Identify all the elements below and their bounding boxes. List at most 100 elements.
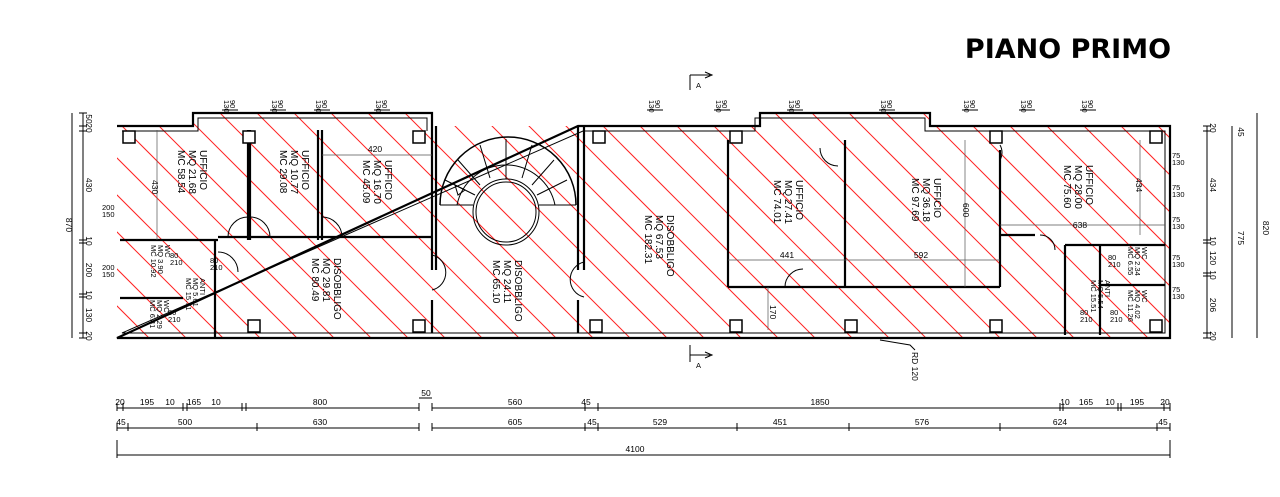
window-label: 90130 bbox=[962, 100, 977, 113]
svg-text:592: 592 bbox=[914, 250, 928, 260]
room-labels: UFFICIOMQ 21.68MC 58.54 UFFICIOMQ 10.77M… bbox=[148, 150, 1149, 329]
section-marker-top: A bbox=[689, 71, 714, 90]
dimension-label: 624 bbox=[1053, 417, 1067, 427]
interior-walls bbox=[120, 126, 1165, 338]
svg-text:638: 638 bbox=[1073, 220, 1087, 230]
dimension-label: 45 bbox=[1236, 127, 1246, 137]
dimension-label: 10 bbox=[84, 236, 94, 246]
dimension-label: 165 bbox=[187, 397, 201, 407]
outer-wall bbox=[116, 111, 1172, 340]
window-label: 90130 bbox=[879, 100, 894, 113]
room-wc-3: WCMQ 2.34MC 6.55 bbox=[1126, 247, 1149, 276]
dimension-label: 10 bbox=[211, 397, 221, 407]
dimension-label: 10 bbox=[1208, 236, 1218, 246]
room-ufficio-5: UFFICIOMQ 36.18MC 97.69 bbox=[909, 178, 942, 222]
svg-text:170: 170 bbox=[768, 305, 778, 319]
dimension-label: 20 bbox=[1160, 397, 1170, 407]
room-ufficio-4: UFFICIOMQ 27.41MC 74.01 bbox=[771, 180, 804, 224]
pillars bbox=[122, 130, 1163, 333]
svg-text:434: 434 bbox=[1134, 178, 1144, 192]
window-label: 90130 bbox=[314, 100, 329, 113]
room-wc-4: WCMQ 4.02MC 11.26 bbox=[1126, 290, 1149, 322]
plan-title: PIANO PRIMO bbox=[965, 34, 1171, 65]
dimension-label: 10 bbox=[1105, 397, 1115, 407]
hatch-line bbox=[117, 113, 125, 338]
hatch-line bbox=[391, 113, 643, 338]
hatch-line bbox=[1057, 113, 1170, 338]
dimension-label: 20 bbox=[84, 331, 94, 341]
room-ufficio-1: UFFICIOMQ 21.68MC 58.54 bbox=[175, 150, 208, 194]
hatch-line bbox=[872, 113, 1124, 338]
room-anti-1: ANTIMQ 5.61MC 15.71 bbox=[184, 278, 207, 311]
hatch-line bbox=[650, 113, 902, 338]
window-label: 90130 bbox=[222, 100, 237, 113]
svg-text:600: 600 bbox=[961, 203, 971, 217]
svg-text:430: 430 bbox=[150, 180, 160, 194]
dimension-label: 434 bbox=[1208, 178, 1218, 192]
dimension-label: 45 bbox=[1158, 417, 1168, 427]
dimension-label: 775 bbox=[1236, 231, 1246, 245]
dimension-label: 20 bbox=[1208, 123, 1218, 133]
dimension-label: 200 bbox=[84, 263, 94, 277]
window-label: 90130 bbox=[714, 100, 729, 113]
hatch-line bbox=[117, 113, 273, 338]
window-label: 90130 bbox=[647, 100, 662, 113]
dimension-total: 4100 bbox=[626, 444, 645, 454]
hatch-line bbox=[117, 113, 310, 338]
hatch-line bbox=[117, 113, 199, 338]
room-ufficio-3: UFFICIOMQ 16.70MC 45.09 bbox=[360, 160, 393, 204]
dimension-label: 20 bbox=[115, 397, 125, 407]
rd-annotation: RD 120 bbox=[879, 339, 920, 381]
window-label: 90130 bbox=[787, 100, 802, 113]
hatch-line bbox=[687, 113, 939, 338]
door-swings bbox=[217, 144, 1056, 298]
dimension-label: 10 bbox=[165, 397, 175, 407]
room-wc-2: WCMQ 2.29MC 6.41 bbox=[148, 300, 171, 329]
room-ufficio-6: UFFICIOMQ 28.00MC 75.60 bbox=[1061, 165, 1094, 209]
dimension-label: 529 bbox=[653, 417, 667, 427]
svg-text:420: 420 bbox=[368, 144, 382, 154]
hatch-line bbox=[117, 113, 236, 338]
dimension-label: 120 bbox=[1208, 251, 1218, 265]
inner-dimensions: 420 430 441 592 600 638 434 170 bbox=[150, 144, 1144, 319]
dimension-label: 10 bbox=[84, 290, 94, 300]
dimension-label: 50 bbox=[84, 114, 94, 124]
hatch-line bbox=[117, 113, 162, 338]
dimension-label: 20 bbox=[84, 123, 94, 133]
dimension-label: 10 bbox=[1060, 397, 1070, 407]
dimension-label: 10 bbox=[1208, 270, 1218, 280]
hatch-line bbox=[465, 113, 717, 338]
room-disobbligo-2: DISOBBLIGOMQ 24.11MC 65.10 bbox=[490, 260, 523, 322]
spiral-staircase bbox=[439, 136, 577, 246]
room-anti-2: ANTIMQ 5.54MC 15.51 bbox=[1089, 280, 1112, 313]
dimension-label: 430 bbox=[84, 178, 94, 192]
room-wc-1: WCMQ 3.90MC 10.92 bbox=[149, 245, 172, 278]
svg-text:441: 441 bbox=[780, 250, 794, 260]
hatch-line bbox=[1094, 113, 1170, 338]
dimension-guides bbox=[156, 130, 1165, 330]
dimension-label: 45 bbox=[116, 417, 126, 427]
room-disobbligo-3: DISOBBLIGOMQ 67.53MC 182.31 bbox=[642, 215, 675, 277]
room-ufficio-2: UFFICIOMQ 10.77MC 29.08 bbox=[277, 150, 310, 194]
hatch-line bbox=[354, 113, 606, 338]
dimension-label: 500 bbox=[178, 417, 192, 427]
dimension-label: 800 bbox=[313, 397, 327, 407]
svg-text:RD 120: RD 120 bbox=[910, 352, 920, 381]
dimension-total: 870 bbox=[64, 218, 74, 232]
dimension-label: 605 bbox=[508, 417, 522, 427]
window-label: 90130 bbox=[270, 100, 285, 113]
dimension-label: 630 bbox=[313, 417, 327, 427]
window-label: 90130 bbox=[374, 100, 389, 113]
